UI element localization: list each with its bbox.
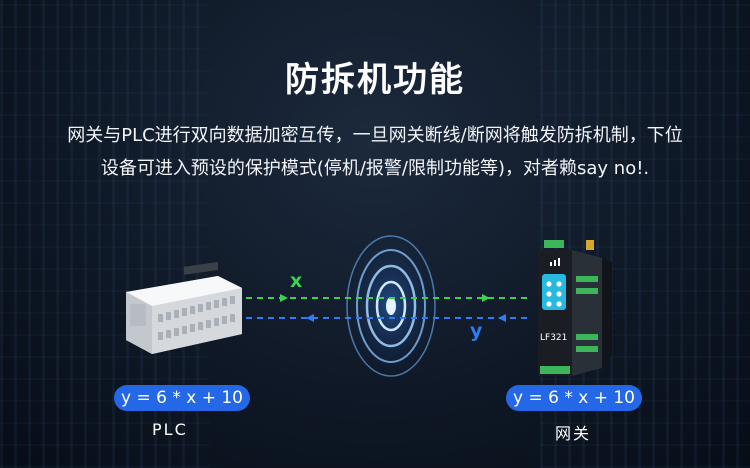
description: 网关与PLC进行双向数据加密互传，一旦网关断线/断网将触发防拆机制，下位 设备可… bbox=[28, 119, 722, 185]
gateway-device-image: LF321 bbox=[538, 240, 612, 376]
description-line-1: 网关与PLC进行双向数据加密互传，一旦网关断线/断网将触发防拆机制，下位 bbox=[67, 125, 683, 146]
plc-label: PLC bbox=[152, 420, 188, 439]
gateway-formula-badge: y = 6 * x + 10 bbox=[506, 385, 642, 411]
signal-ring-graphic bbox=[344, 234, 438, 378]
arrow-y-label: y bbox=[470, 320, 483, 342]
gateway-model-label: LF321 bbox=[540, 333, 567, 343]
page-title: 防拆机功能 bbox=[285, 60, 465, 100]
arrow-head-x-1 bbox=[280, 294, 288, 302]
arrow-head-y-1 bbox=[306, 314, 314, 322]
data-arrows bbox=[246, 294, 530, 322]
description-line-2: 设备可进入预设的保护模式(停机/报警/限制功能等)，对者赖say no!. bbox=[100, 158, 650, 179]
plc-device-image bbox=[126, 262, 242, 354]
arrow-head-y-2 bbox=[498, 314, 506, 322]
plc-formula-badge: y = 6 * x + 10 bbox=[114, 385, 250, 411]
gateway-label: 网关 bbox=[555, 424, 592, 443]
arrow-head-x-2 bbox=[482, 294, 490, 302]
arrow-x-label: x bbox=[290, 270, 303, 292]
